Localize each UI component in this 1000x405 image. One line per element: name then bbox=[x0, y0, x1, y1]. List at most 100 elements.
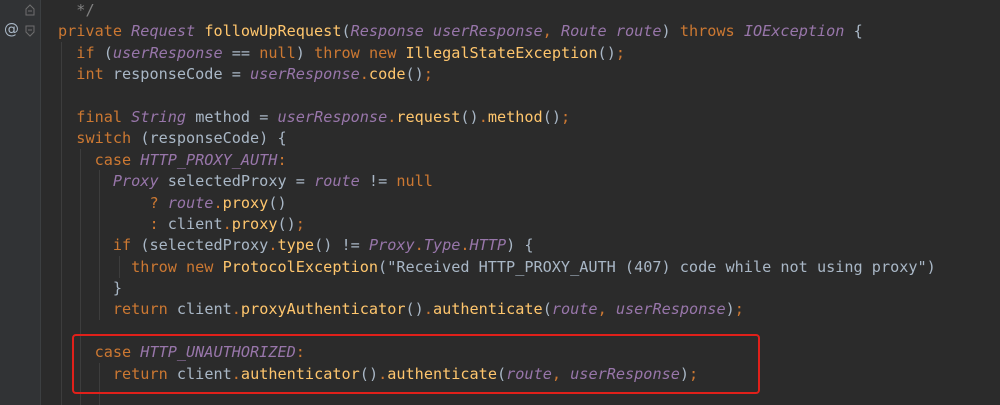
code-token bbox=[58, 129, 76, 147]
code-token: ( bbox=[103, 43, 113, 62]
code-token: userResponse bbox=[615, 300, 726, 319]
code-token: : bbox=[149, 214, 168, 233]
code-token: null bbox=[259, 43, 296, 62]
code-token: () bbox=[460, 107, 479, 126]
code-line[interactable]: : client.proxy(); bbox=[58, 214, 936, 235]
code-token: int bbox=[76, 65, 113, 84]
code-token: ) bbox=[661, 22, 680, 41]
code-token: HTTP bbox=[469, 236, 507, 255]
code-line[interactable]: final String method = userResponse.reque… bbox=[58, 107, 936, 128]
code-line[interactable]: case HTTP_PROXY_AUTH: bbox=[58, 150, 936, 171]
code-token: . bbox=[213, 193, 223, 212]
code-token: Request bbox=[131, 22, 205, 41]
code-token: . bbox=[378, 364, 388, 383]
code-token: if bbox=[112, 236, 141, 255]
code-token bbox=[58, 194, 149, 212]
code-token: , bbox=[551, 364, 571, 383]
code-token: proxy bbox=[222, 193, 269, 212]
fold-icon[interactable] bbox=[25, 25, 35, 37]
code-token: userResponse bbox=[570, 364, 680, 383]
code-token: userResponse bbox=[250, 65, 360, 84]
code-token: authenticate bbox=[387, 364, 497, 383]
code-token: case bbox=[94, 150, 141, 169]
code-token: ; bbox=[295, 214, 305, 233]
code-token: , bbox=[542, 22, 561, 41]
code-token: ( bbox=[542, 300, 552, 319]
indent-guide bbox=[61, 42, 62, 405]
code-token: . bbox=[478, 107, 488, 126]
code-token: ; bbox=[561, 107, 571, 126]
code-token bbox=[58, 151, 95, 169]
code-token: () != bbox=[314, 236, 369, 255]
code-line[interactable]: throw new ProtocolException("Received HT… bbox=[58, 257, 936, 278]
code-line[interactable]: return client.authenticator().authentica… bbox=[58, 364, 936, 385]
code-token: case bbox=[94, 343, 141, 362]
code-token: private bbox=[58, 22, 132, 41]
code-token: ; bbox=[615, 43, 625, 62]
code-token: responseCode = bbox=[112, 65, 251, 84]
code-token: . bbox=[231, 300, 241, 319]
code-line[interactable]: if (selectedProxy.type() != Proxy.Type.H… bbox=[58, 235, 936, 256]
code-token bbox=[58, 44, 76, 62]
code-token bbox=[58, 215, 149, 233]
code-editor[interactable]: */private Request followUpRequest(Respon… bbox=[58, 0, 936, 385]
code-token: Proxy bbox=[112, 172, 168, 191]
code-token: final bbox=[76, 107, 132, 126]
code-token: method bbox=[487, 107, 543, 126]
code-token: switch bbox=[76, 129, 141, 148]
code-token: client bbox=[176, 364, 232, 383]
code-token: ( bbox=[496, 364, 507, 383]
code-token: . bbox=[460, 236, 470, 255]
code-token: authenticator bbox=[240, 364, 360, 383]
code-token: proxyAuthenticator bbox=[240, 300, 406, 319]
code-token bbox=[58, 65, 76, 83]
code-line[interactable]: return client.proxyAuthenticator().authe… bbox=[58, 299, 936, 320]
code-token: != bbox=[359, 172, 397, 191]
code-token: ProtocolException bbox=[222, 257, 379, 276]
code-token: return bbox=[112, 300, 177, 319]
code-line[interactable] bbox=[58, 86, 936, 107]
code-token: userResponse bbox=[277, 107, 388, 126]
code-line[interactable]: } bbox=[58, 278, 936, 299]
code-line[interactable]: case HTTP_UNAUTHORIZED: bbox=[58, 342, 936, 363]
code-token: . bbox=[423, 300, 433, 319]
gutter-separator bbox=[40, 0, 41, 405]
code-token: if bbox=[76, 43, 104, 62]
code-line[interactable]: int responseCode = userResponse.code(); bbox=[58, 64, 936, 85]
code-token: (selectedProxy bbox=[140, 236, 269, 255]
code-token: () bbox=[268, 193, 287, 212]
code-token: . bbox=[231, 364, 241, 383]
code-token: route bbox=[551, 300, 598, 319]
code-line[interactable]: switch (responseCode) { bbox=[58, 128, 936, 149]
code-token: , bbox=[597, 300, 616, 319]
code-token: ) bbox=[725, 300, 735, 319]
code-token: () bbox=[359, 364, 379, 383]
code-token bbox=[58, 236, 113, 254]
code-token: . bbox=[222, 214, 232, 233]
code-token: ) bbox=[679, 364, 690, 383]
code-token: ( bbox=[341, 22, 351, 41]
code-line[interactable]: */ bbox=[58, 0, 936, 21]
code-line[interactable]: private Request followUpRequest(Response… bbox=[58, 21, 936, 42]
code-token: ; bbox=[734, 300, 744, 319]
code-token: code bbox=[368, 65, 406, 84]
code-token: . bbox=[387, 107, 397, 126]
code-token: authenticate bbox=[432, 300, 543, 319]
code-token: () bbox=[277, 214, 296, 233]
override-icon[interactable]: @ bbox=[4, 20, 19, 38]
code-line[interactable]: ? route.proxy() bbox=[58, 193, 936, 214]
code-token: method = bbox=[195, 107, 278, 126]
code-token: route bbox=[167, 193, 214, 212]
code-line[interactable]: if (userResponse == null) throw new Ille… bbox=[58, 43, 936, 64]
code-token: type bbox=[277, 236, 315, 255]
code-line[interactable]: Proxy selectedProxy = route != null bbox=[58, 171, 936, 192]
code-token: : bbox=[277, 150, 287, 169]
code-token: throw new bbox=[131, 257, 223, 276]
code-token bbox=[58, 258, 131, 276]
indent-guide bbox=[99, 363, 100, 405]
code-token: () bbox=[542, 107, 562, 126]
code-token: (responseCode) { bbox=[140, 129, 287, 148]
code-token bbox=[58, 300, 113, 318]
fold-end-icon[interactable] bbox=[25, 4, 35, 16]
indent-guide bbox=[80, 149, 81, 405]
